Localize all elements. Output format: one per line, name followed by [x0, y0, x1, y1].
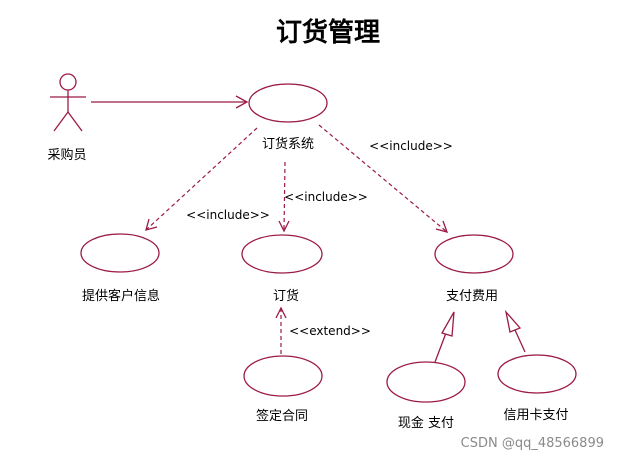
- include-label-left: <<include>>: [186, 208, 270, 222]
- usecase-pay-fee-label: 支付费用: [446, 289, 498, 304]
- usecase-order-label: 订货: [273, 288, 299, 304]
- actor-head: [59, 73, 77, 91]
- usecase-sign-contract-label: 签定合同: [256, 408, 308, 424]
- generalization-cash: [434, 311, 455, 363]
- extend-arrow: <<extend>>: [275, 306, 371, 354]
- generalization-credit-card: [504, 309, 526, 353]
- diagram-title: 订货管理: [276, 17, 380, 48]
- usecase-credit-card-payment-label: 信用卡支付: [503, 408, 568, 423]
- actor-right-leg: [67, 111, 83, 132]
- actor-purchaser: 采购员: [47, 73, 87, 163]
- include-arrow-center: <<include>>: [278, 161, 368, 233]
- usecase-provide-customer-info-label: 提供客户信息: [82, 288, 160, 304]
- include-label-right: <<include>>: [369, 139, 453, 153]
- usecase-sign-contract: 签定合同: [243, 355, 323, 424]
- association-arrow: [91, 95, 249, 109]
- watermark: CSDN @qq_48566899: [461, 436, 604, 451]
- extend-label: <<extend>>: [289, 324, 371, 338]
- include-arrow-left: <<include>>: [145, 127, 270, 231]
- actor-label: 采购员: [47, 147, 86, 163]
- usecase-credit-card-payment: 信用卡支付: [497, 354, 577, 423]
- usecase-order-system: 订货系统: [248, 83, 328, 152]
- usecase-order-system-label: 订货系统: [262, 136, 314, 152]
- include-label-center: <<include>>: [284, 190, 368, 204]
- usecase-cash-payment-label: 现金 支付: [398, 415, 454, 431]
- usecase-cash-payment: 现金 支付: [386, 361, 466, 431]
- usecase-order: 订货: [241, 234, 323, 304]
- usecase-pay-fee: 支付费用: [434, 234, 514, 304]
- include-arrow-right: <<include>>: [318, 124, 453, 233]
- usecase-provide-customer-info: 提供客户信息: [80, 233, 160, 304]
- actor-left-leg: [53, 111, 69, 132]
